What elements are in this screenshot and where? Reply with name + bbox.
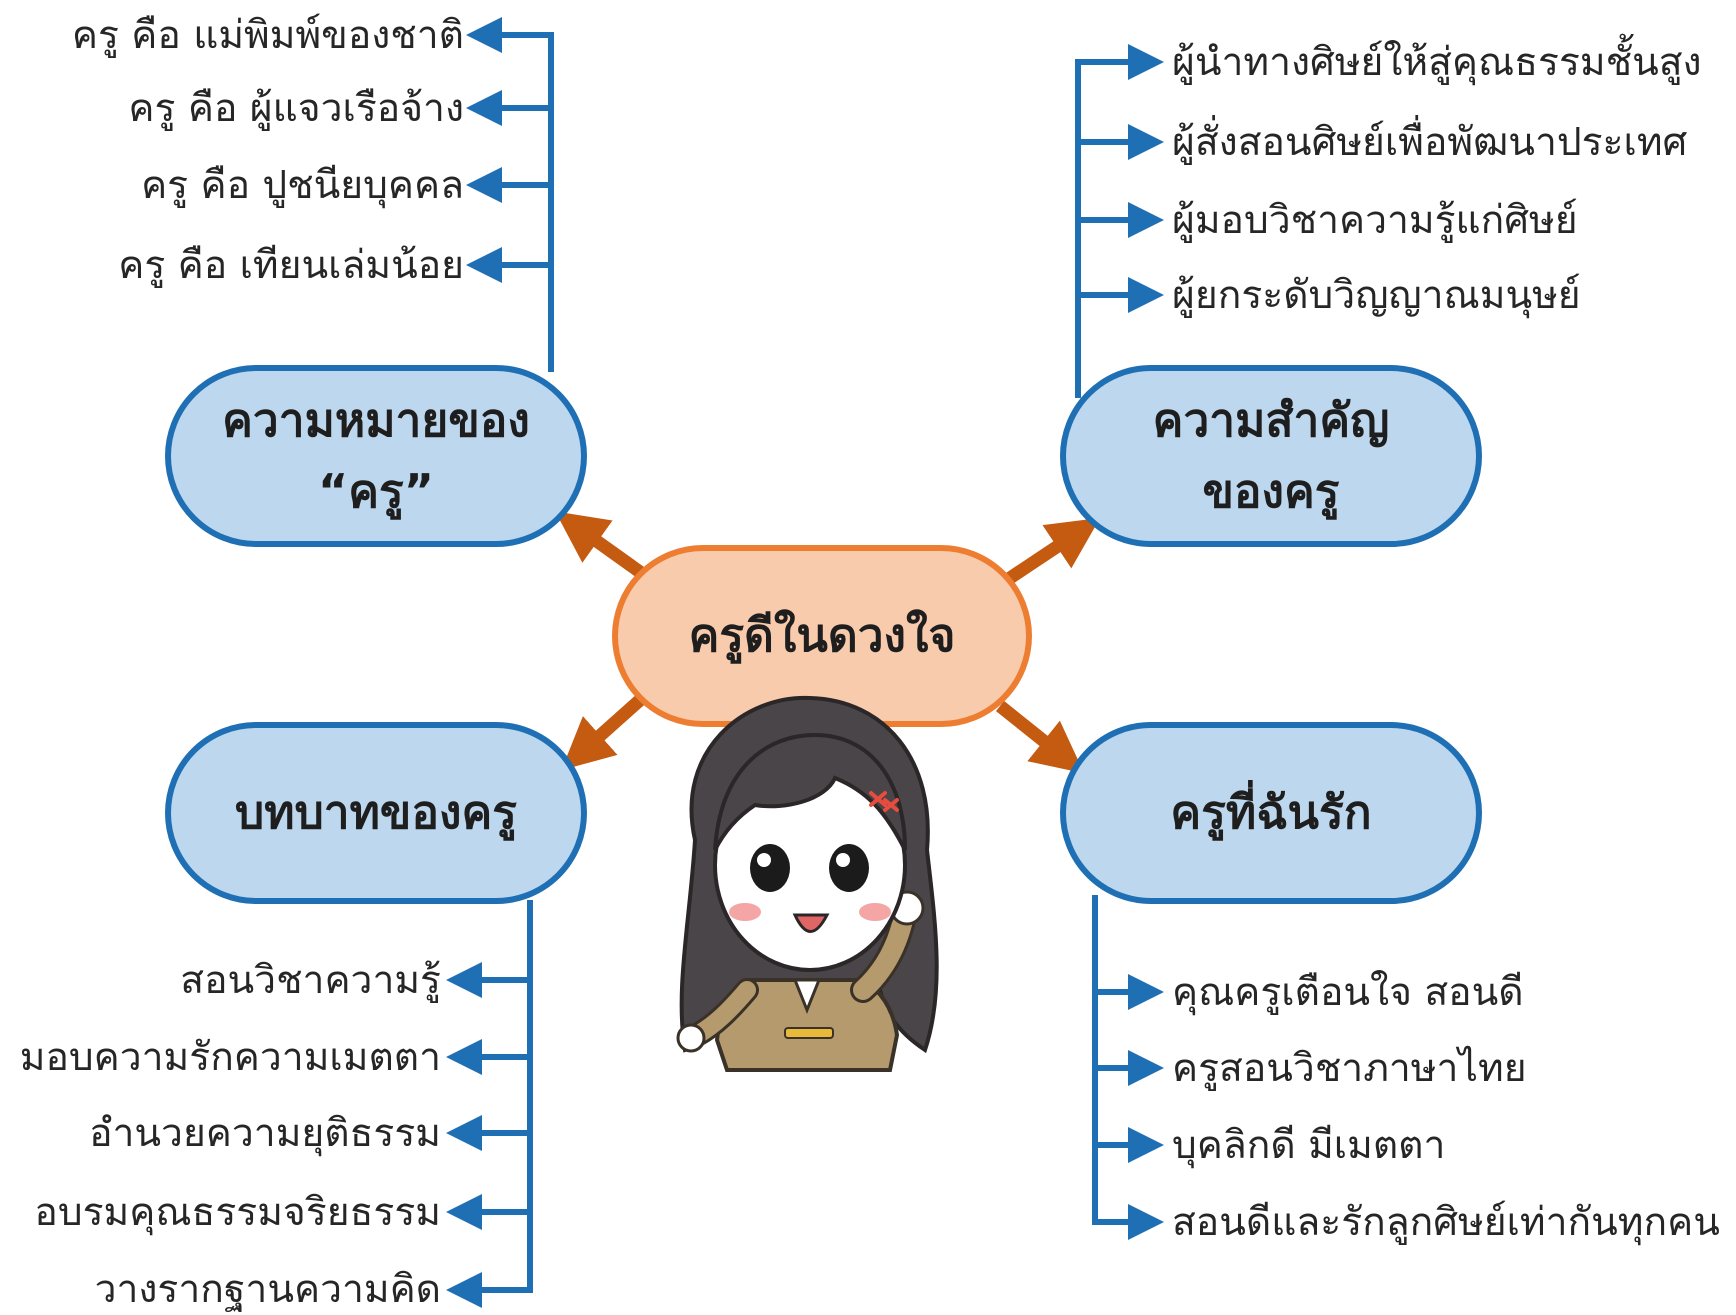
beloved-item: คุณครูเตือนใจ สอนดี: [1172, 970, 1524, 1015]
beloved-title: ครูที่ฉันรัก: [1170, 785, 1372, 840]
roles-branch: [446, 900, 533, 1308]
roles-item: มอบความรักความเมตตา: [19, 1035, 441, 1080]
roles-item: อำนวยความยุติธรรม: [89, 1111, 441, 1156]
importance-title-line2: ของครู: [1202, 464, 1340, 518]
importance-item: ผู้นำทางศิษย์ให้สู่คุณธรรมชั้นสูง: [1172, 40, 1702, 85]
importance-title-line1: ความสำคัญ: [1152, 392, 1390, 447]
beloved-item: ครูสอนวิชาภาษาไทย: [1172, 1046, 1527, 1091]
importance-item: ผู้สั่งสอนศิษย์เพื่อพัฒนาประเทศ: [1172, 120, 1688, 165]
meaning-title-line1: ความหมายของ: [222, 392, 530, 447]
meaning-branch: [466, 17, 554, 372]
roles-item: วางรากฐานความคิด: [94, 1267, 441, 1312]
beloved-item: บุคลิกดี มีเมตตา: [1172, 1123, 1446, 1168]
roles-title: บทบาทของครู: [235, 785, 517, 840]
meaning-node: ความหมายของ “ครู”: [165, 365, 587, 547]
teacher-girl-illustration: [676, 695, 939, 1072]
center-arrows: [555, 511, 1101, 774]
roles-item: สอนวิชาความรู้: [180, 958, 441, 1003]
roles-node: บทบาทของครู: [165, 722, 587, 904]
importance-node: ความสำคัญ ของครู: [1060, 365, 1482, 547]
meaning-item: ครู คือ เทียนเล่มน้อย: [118, 243, 464, 288]
center-label: ครูดีในดวงใจ: [688, 608, 956, 663]
importance-branch: [1075, 44, 1164, 398]
beloved-branch: [1092, 895, 1164, 1240]
meaning-item: ครู คือ ผู้แจวเรือจ้าง: [128, 86, 464, 131]
importance-item: ผู้มอบวิชาความรู้แก่ศิษย์: [1172, 198, 1578, 243]
center-node: ครูดีในดวงใจ: [612, 545, 1032, 727]
importance-item: ผู้ยกระดับวิญญาณมนุษย์: [1172, 273, 1581, 318]
arrow-to-roles: [561, 695, 645, 771]
roles-item: อบรมคุณธรรมจริยธรรม: [34, 1190, 441, 1235]
meaning-item: ครู คือ ปูชนียบุคคล: [141, 163, 464, 208]
meaning-item: ครู คือ แม่พิมพ์ของชาติ: [71, 13, 464, 58]
arrow-to-meaning: [555, 511, 644, 578]
arrow-to-importance: [1006, 517, 1101, 584]
meaning-title-line2: “ครู”: [318, 464, 434, 518]
arrow-to-beloved: [995, 700, 1085, 774]
beloved-node: ครูที่ฉันรัก: [1060, 722, 1482, 904]
beloved-item: สอนดีและรักลูกศิษย์เท่ากันทุกคน: [1172, 1200, 1720, 1245]
